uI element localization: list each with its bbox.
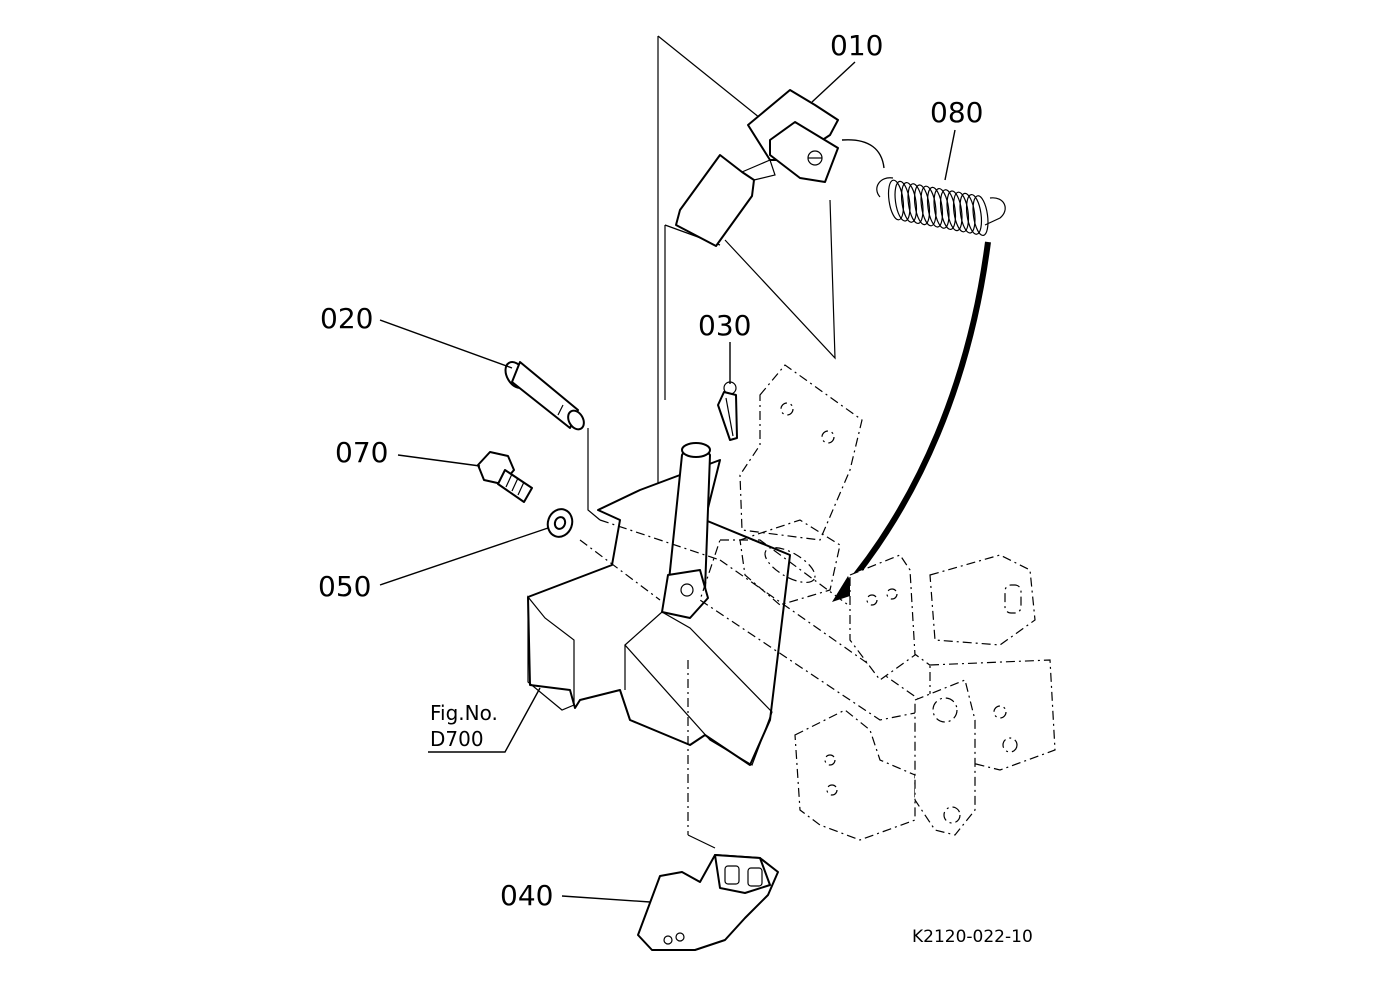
callout-050: 050 [318, 570, 371, 603]
spring-coil [920, 185, 937, 227]
part-080-spring [832, 139, 1006, 602]
spring-coil [965, 193, 983, 235]
callout-020: 020 [320, 302, 373, 335]
spring-coil [959, 192, 976, 234]
spring-coil [907, 183, 924, 225]
figure-ref-label: Fig.No. [430, 701, 498, 725]
part-020-clevis-pin [504, 361, 585, 431]
callout-010: 010 [830, 29, 883, 62]
main-assembly [527, 364, 1056, 849]
part-030-cotter-pin [717, 381, 738, 441]
drawing-code: K2120-022-10 [912, 927, 1033, 947]
leader-lines [379, 61, 956, 903]
spring-coil [939, 189, 957, 231]
spring-coil [946, 190, 963, 232]
part-050-washer [546, 508, 574, 538]
callout-030: 030 [698, 309, 751, 342]
figure-ref-number: D700 [430, 727, 484, 751]
spring-coil [933, 187, 950, 229]
spring-coil [926, 186, 944, 228]
callout-080: 080 [930, 96, 983, 129]
part-010-lever-bracket [675, 89, 839, 247]
spring-coil [887, 179, 905, 221]
part-070-bolt [477, 451, 533, 503]
projection-planes [657, 35, 836, 535]
spring-coil [900, 181, 918, 223]
spring-coil [894, 180, 911, 222]
callout-040: 040 [500, 879, 553, 912]
callout-labels: 010 080 020 030 070 050 040 Fig.No. D700… [318, 29, 1033, 947]
spring-coil [952, 191, 970, 233]
part-040-plate [637, 854, 779, 951]
callout-070: 070 [335, 436, 388, 469]
spring-coil [913, 184, 931, 226]
spring-coil [972, 195, 989, 237]
